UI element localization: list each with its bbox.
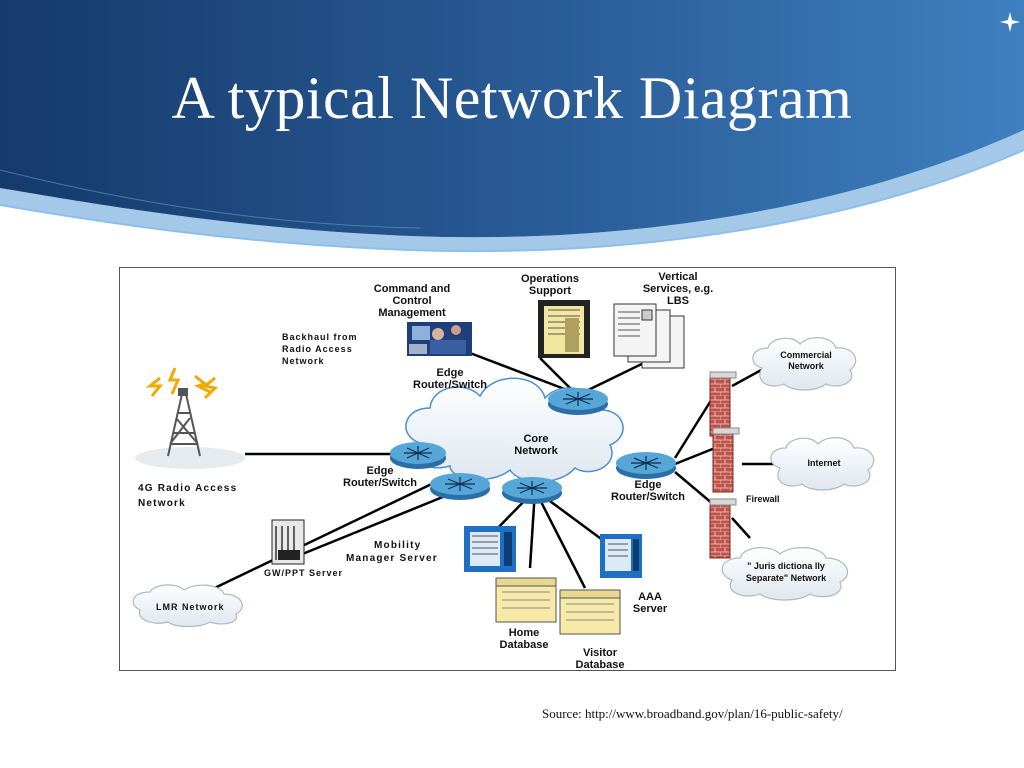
visitor-database-label: Database — [576, 659, 625, 670]
visitor-database-icon — [559, 589, 621, 635]
home-database-label: Home — [509, 627, 540, 639]
operations-support-label: Operations — [521, 273, 579, 285]
router-icon — [548, 388, 608, 415]
core-network-label: Core — [523, 433, 548, 445]
gw-ppt-server-label: GW/PPT Server — [264, 568, 343, 578]
mobility-manager-label: Mobility — [374, 540, 421, 551]
source-citation: Source: http://www.broadband.gov/plan/16… — [542, 706, 843, 721]
command-control-label: Management — [378, 307, 446, 319]
visitor-database-label: Visitor — [583, 647, 618, 659]
edge-router-right-label: Router/Switch — [611, 491, 685, 503]
edge-router-right-label: Edge — [635, 479, 662, 491]
star-bullet-icon — [1000, 12, 1020, 32]
jurisdictional-network-label: Separate" Network — [746, 573, 827, 583]
jurisdictional-network-cloud — [721, 547, 849, 601]
edge-router-top-label: Router/Switch — [413, 379, 487, 391]
jurisdictional-network-label: " Juris dictiona lly — [747, 561, 825, 571]
radio-access-network-label: 4G Radio Access — [138, 483, 237, 494]
vertical-services-label: Vertical — [658, 271, 697, 283]
slide-title: A typical Network Diagram — [171, 65, 853, 131]
operations-support-label: Support — [529, 285, 571, 297]
radio-tower-icon — [135, 367, 245, 469]
slide-header-band — [0, 0, 1024, 253]
edge-router-left-label: Router/Switch — [343, 477, 417, 489]
router-icon — [430, 473, 490, 500]
backhaul-label: Radio Access — [282, 344, 353, 354]
firewall-icon — [712, 427, 740, 493]
vertical-services-label: LBS — [667, 295, 689, 307]
aaa-server-icon — [600, 534, 642, 578]
network-diagram: Command and Control Management Operation… — [119, 267, 896, 671]
firewall-icon — [709, 498, 737, 559]
core-network-label: Network — [514, 445, 558, 457]
gw-ppt-server-icon — [271, 519, 305, 565]
lmr-network-cloud — [132, 584, 243, 628]
backhaul-label: Network — [282, 356, 325, 366]
command-control-label: Command and — [374, 283, 450, 295]
radio-access-network-label: Network — [138, 498, 186, 509]
commercial-network-label: Network — [788, 361, 825, 371]
edge-router-top-label: Edge — [437, 367, 464, 379]
commercial-network-label: Commercial — [780, 350, 832, 360]
home-database-label: Database — [500, 639, 549, 651]
mobility-manager-label: Manager Server — [346, 553, 438, 564]
backhaul-label: Backhaul from — [282, 332, 358, 342]
commercial-network-cloud — [752, 337, 857, 391]
firewall-icon — [709, 371, 737, 437]
vertical-services-server-icon — [613, 303, 685, 369]
router-icon — [390, 442, 446, 469]
router-icon — [502, 477, 562, 504]
vertical-services-label: Services, e.g. — [643, 283, 713, 295]
firewall-label: Firewall — [746, 494, 780, 504]
lmr-network-label: LMR Network — [156, 602, 225, 612]
command-control-label: Control — [392, 295, 431, 307]
connection-lines — [199, 351, 780, 597]
aaa-server-label: Server — [633, 603, 668, 615]
mobility-manager-server-icon — [464, 526, 516, 572]
home-database-icon — [495, 577, 557, 623]
operations-support-server-icon — [538, 300, 590, 358]
aaa-server-label: AAA — [638, 591, 662, 603]
edge-router-left-label: Edge — [367, 465, 394, 477]
diagram-labels: Command and Control Management Operation… — [138, 271, 841, 670]
router-icon — [616, 452, 676, 479]
internet-cloud — [770, 437, 875, 491]
internet-label: Internet — [807, 458, 840, 468]
photo-icon — [407, 322, 472, 356]
